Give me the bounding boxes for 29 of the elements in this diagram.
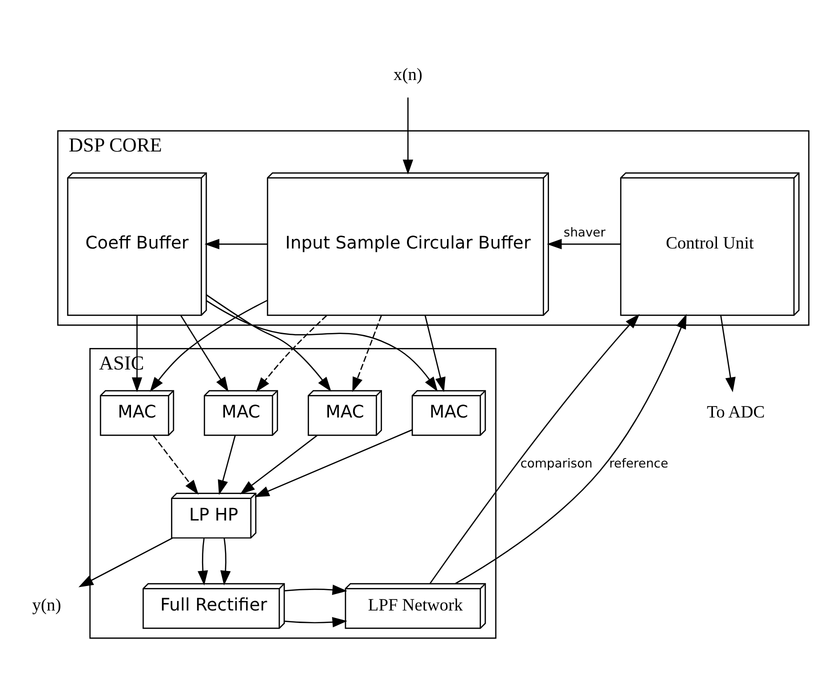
edge-label: comparison <box>520 456 593 470</box>
arrow <box>220 538 231 586</box>
arrow <box>284 584 348 594</box>
node-text: y(n) <box>32 595 62 614</box>
arrow <box>352 314 382 392</box>
arrow <box>132 314 142 392</box>
arrow <box>206 300 438 392</box>
arrow <box>150 299 268 392</box>
node-text: x(n) <box>394 64 422 84</box>
arrow <box>256 314 328 392</box>
node-text: To ADC <box>706 402 765 422</box>
arrow <box>720 314 736 392</box>
arrow <box>254 428 412 497</box>
edge-label: shaver <box>564 225 606 240</box>
edge-label: reference <box>609 456 668 470</box>
arrow <box>180 314 229 392</box>
arrow <box>198 538 208 586</box>
arrow <box>546 238 621 249</box>
arrow <box>204 238 268 249</box>
arrow <box>402 97 414 174</box>
arrow <box>206 294 332 392</box>
arrow <box>424 314 446 392</box>
arrow <box>78 537 173 587</box>
arrow <box>218 434 236 495</box>
arrow <box>430 314 640 584</box>
arrow <box>152 434 199 494</box>
arrow <box>240 434 318 494</box>
arrow <box>455 313 687 584</box>
arrow <box>284 616 348 627</box>
